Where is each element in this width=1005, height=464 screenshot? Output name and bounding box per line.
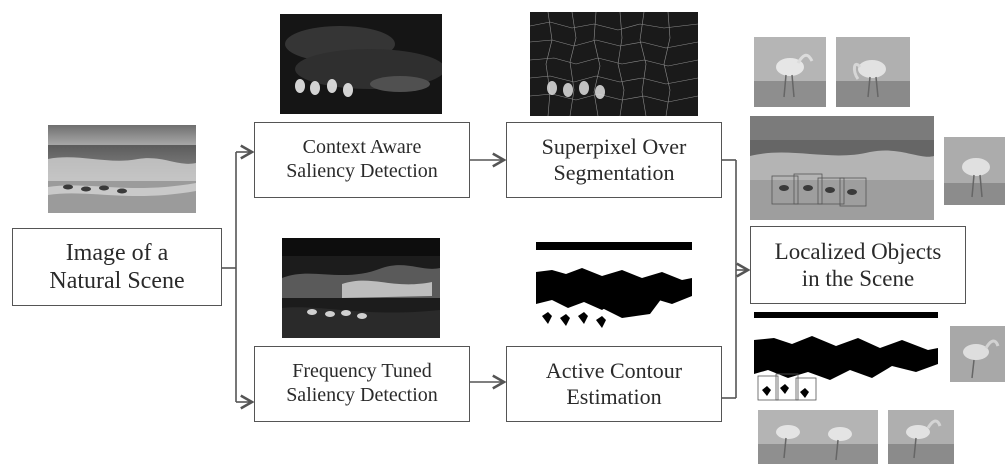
result-crop-4 <box>950 326 1005 382</box>
localized-objects-box: Localized Objects in the Scene <box>750 226 966 304</box>
superpixel-box: Superpixel Over Segmentation <box>506 122 722 198</box>
result-crop-1 <box>754 37 826 107</box>
context-aware-box: Context Aware Saliency Detection <box>254 122 470 198</box>
result-crop-2 <box>836 37 910 107</box>
input-image-label: Image of a Natural Scene <box>49 239 185 294</box>
input-photo <box>48 125 196 213</box>
result-crop-5 <box>758 410 878 464</box>
result-contour-mask <box>752 310 940 408</box>
frequency-tuned-label: Frequency Tuned Saliency Detection <box>286 360 438 406</box>
frequency-saliency-map <box>282 238 440 338</box>
active-contour-mask <box>532 238 696 338</box>
result-crop-3 <box>944 137 1005 205</box>
superpixel-label: Superpixel Over Segmentation <box>541 134 687 185</box>
localized-objects-label: Localized Objects in the Scene <box>774 238 942 291</box>
context-saliency-map <box>280 14 442 114</box>
result-detection-photo <box>750 116 934 220</box>
active-contour-box: Active Contour Estimation <box>506 346 722 422</box>
active-contour-label: Active Contour Estimation <box>545 358 683 409</box>
frequency-tuned-box: Frequency Tuned Saliency Detection <box>254 346 470 422</box>
input-image-box: Image of a Natural Scene <box>12 228 222 306</box>
superpixel-map <box>530 12 698 116</box>
result-crop-6 <box>888 410 954 464</box>
context-aware-label: Context Aware Saliency Detection <box>286 136 438 182</box>
